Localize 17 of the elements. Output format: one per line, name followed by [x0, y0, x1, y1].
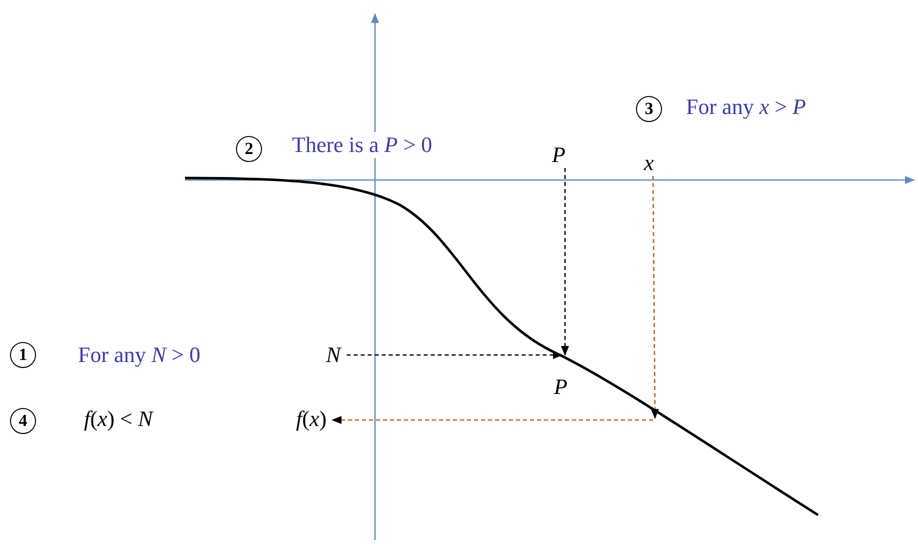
arrow [346, 351, 563, 359]
statement-text: For any x > P [686, 94, 806, 120]
axis-label: P [552, 142, 566, 168]
arrow [332, 416, 653, 424]
step-number: 1 [10, 342, 36, 368]
step-number: 4 [10, 408, 36, 434]
axis-label: f(x) [296, 406, 327, 432]
point-label: P [554, 374, 568, 400]
step-number: 3 [636, 96, 662, 122]
axis-label: x [644, 150, 654, 176]
statement-text: There is a P > 0 [292, 132, 432, 158]
step-number: 2 [236, 136, 262, 162]
axis-label: N [326, 342, 341, 368]
arrow [650, 176, 659, 419]
statement-text: f(x) < N [84, 406, 153, 432]
statement-text: For any N > 0 [78, 342, 200, 368]
arrow [561, 168, 569, 356]
